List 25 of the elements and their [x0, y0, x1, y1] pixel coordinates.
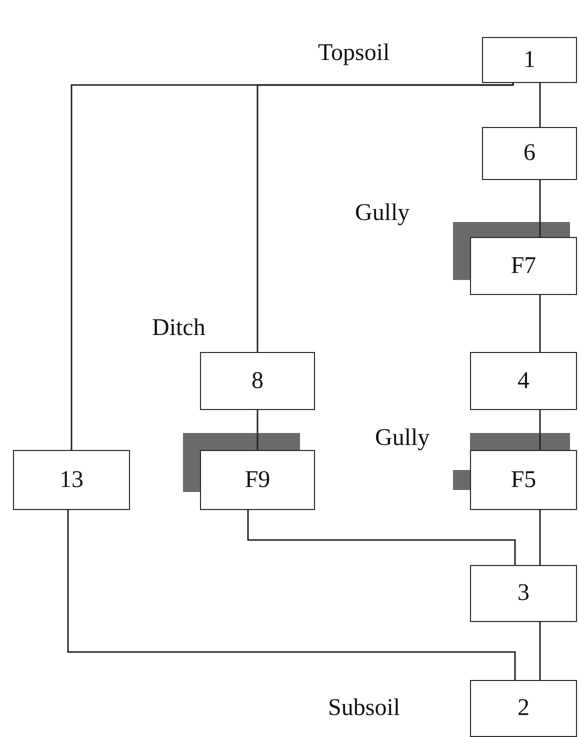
context-box: F9: [200, 450, 315, 510]
context-box: 2: [470, 680, 577, 737]
layer-label: Gully: [355, 200, 410, 227]
connector-line: [539, 295, 541, 352]
context-box: F5: [470, 450, 577, 510]
layer-label: Ditch: [152, 315, 206, 342]
layer-label: Topsoil: [318, 40, 390, 67]
layer-label: Gully: [375, 425, 430, 452]
connector-line: [539, 622, 541, 680]
connector-line: [247, 510, 516, 565]
context-box: 3: [470, 565, 577, 622]
context-box: 8: [200, 352, 315, 410]
context-box: 6: [482, 127, 577, 180]
context-box: 13: [13, 450, 130, 510]
connector-line: [70, 82, 514, 450]
connector-line: [67, 510, 516, 680]
context-box: 1: [482, 37, 577, 83]
connector-line: [539, 83, 541, 127]
connector-line: [539, 180, 541, 237]
connector-line: [539, 410, 541, 450]
context-box: 4: [470, 352, 577, 410]
connector-line: [539, 510, 541, 565]
layer-label: Subsoil: [328, 695, 400, 722]
connector-line: [256, 410, 258, 450]
context-box: F7: [470, 237, 577, 295]
